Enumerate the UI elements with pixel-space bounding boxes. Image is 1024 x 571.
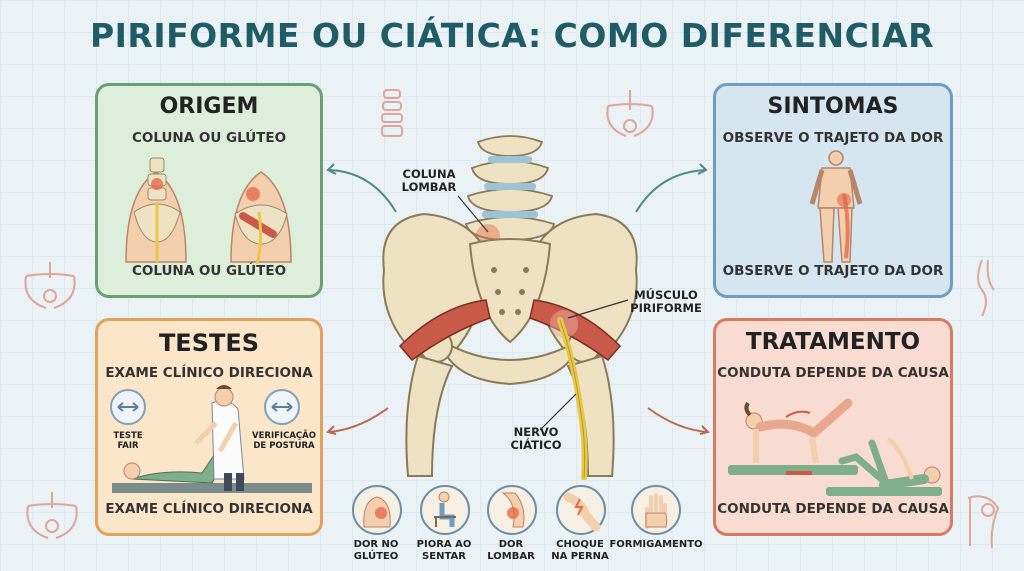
sitting-icon bbox=[420, 485, 470, 535]
tratamento-title: TRATAMENTO bbox=[745, 329, 921, 355]
page-title: PIRIFORME OU CIÁTICA: COMO DIFERENCIAR bbox=[89, 16, 935, 55]
lower-back-icon bbox=[487, 485, 537, 535]
origem-subtitle-bottom: COLUNA OU GLÚTEO bbox=[131, 263, 287, 279]
hip-sketch-icon bbox=[967, 495, 1000, 548]
clinical-exam-illustration bbox=[112, 385, 312, 493]
buttock-pain-icon bbox=[352, 485, 402, 535]
tratamento-subtitle-top: CONDUTA DEPENDE DA CAUSA bbox=[717, 365, 949, 381]
origem-subtitle-top: COLUNA OU GLÚTEO bbox=[131, 130, 287, 146]
exercise-illustration bbox=[728, 398, 942, 496]
pelvis-anatomy-illustration bbox=[382, 135, 638, 480]
spine-sketch-icon bbox=[381, 89, 403, 137]
arrows-icon-left bbox=[110, 389, 146, 425]
tingling-hand-icon bbox=[631, 485, 681, 535]
testes-subtitle-top: EXAME CLÍNICO DIRECIONA bbox=[105, 365, 313, 381]
pelvis-sketch-icon-bottom bbox=[26, 492, 78, 539]
arrows-icon-right bbox=[264, 389, 300, 425]
sintomas-subtitle-top: OBSERVE O TRAJETO DA DOR bbox=[722, 130, 944, 146]
pelvis-sketch-icon-left bbox=[24, 262, 76, 309]
testes-subtitle-bottom: EXAME CLÍNICO DIRECIONA bbox=[105, 501, 313, 517]
origem-panel: ORIGEM COLUNA OU GLÚTEO COLUNA OU GLÚTEO bbox=[95, 83, 323, 298]
sintomas-subtitle-bottom: OBSERVE O TRAJETO DA DOR bbox=[722, 263, 944, 279]
lumbar-origin-illustration bbox=[125, 157, 292, 264]
pain-path-body-illustration bbox=[809, 150, 863, 263]
leg-shock-icon bbox=[556, 485, 606, 535]
tratamento-subtitle-bottom: CONDUTA DEPENDE DA CAUSA bbox=[717, 501, 949, 517]
testes-title: TESTES bbox=[158, 329, 260, 357]
symptom-label-formigamento: FORMIGAMENTO bbox=[609, 539, 703, 550]
pelvis-sketch-icon bbox=[606, 90, 654, 137]
sintomas-title: SINTOMAS bbox=[767, 94, 899, 119]
sintomas-panel: SINTOMAS OBSERVE O TRAJETO DA DOR OBSERV… bbox=[713, 83, 953, 298]
leg-sketch-icon bbox=[977, 259, 995, 317]
tratamento-panel: TRATAMENTO CONDUTA DEPENDE DA CAUSA COND… bbox=[713, 318, 953, 536]
origem-title: ORIGEM bbox=[159, 94, 259, 119]
